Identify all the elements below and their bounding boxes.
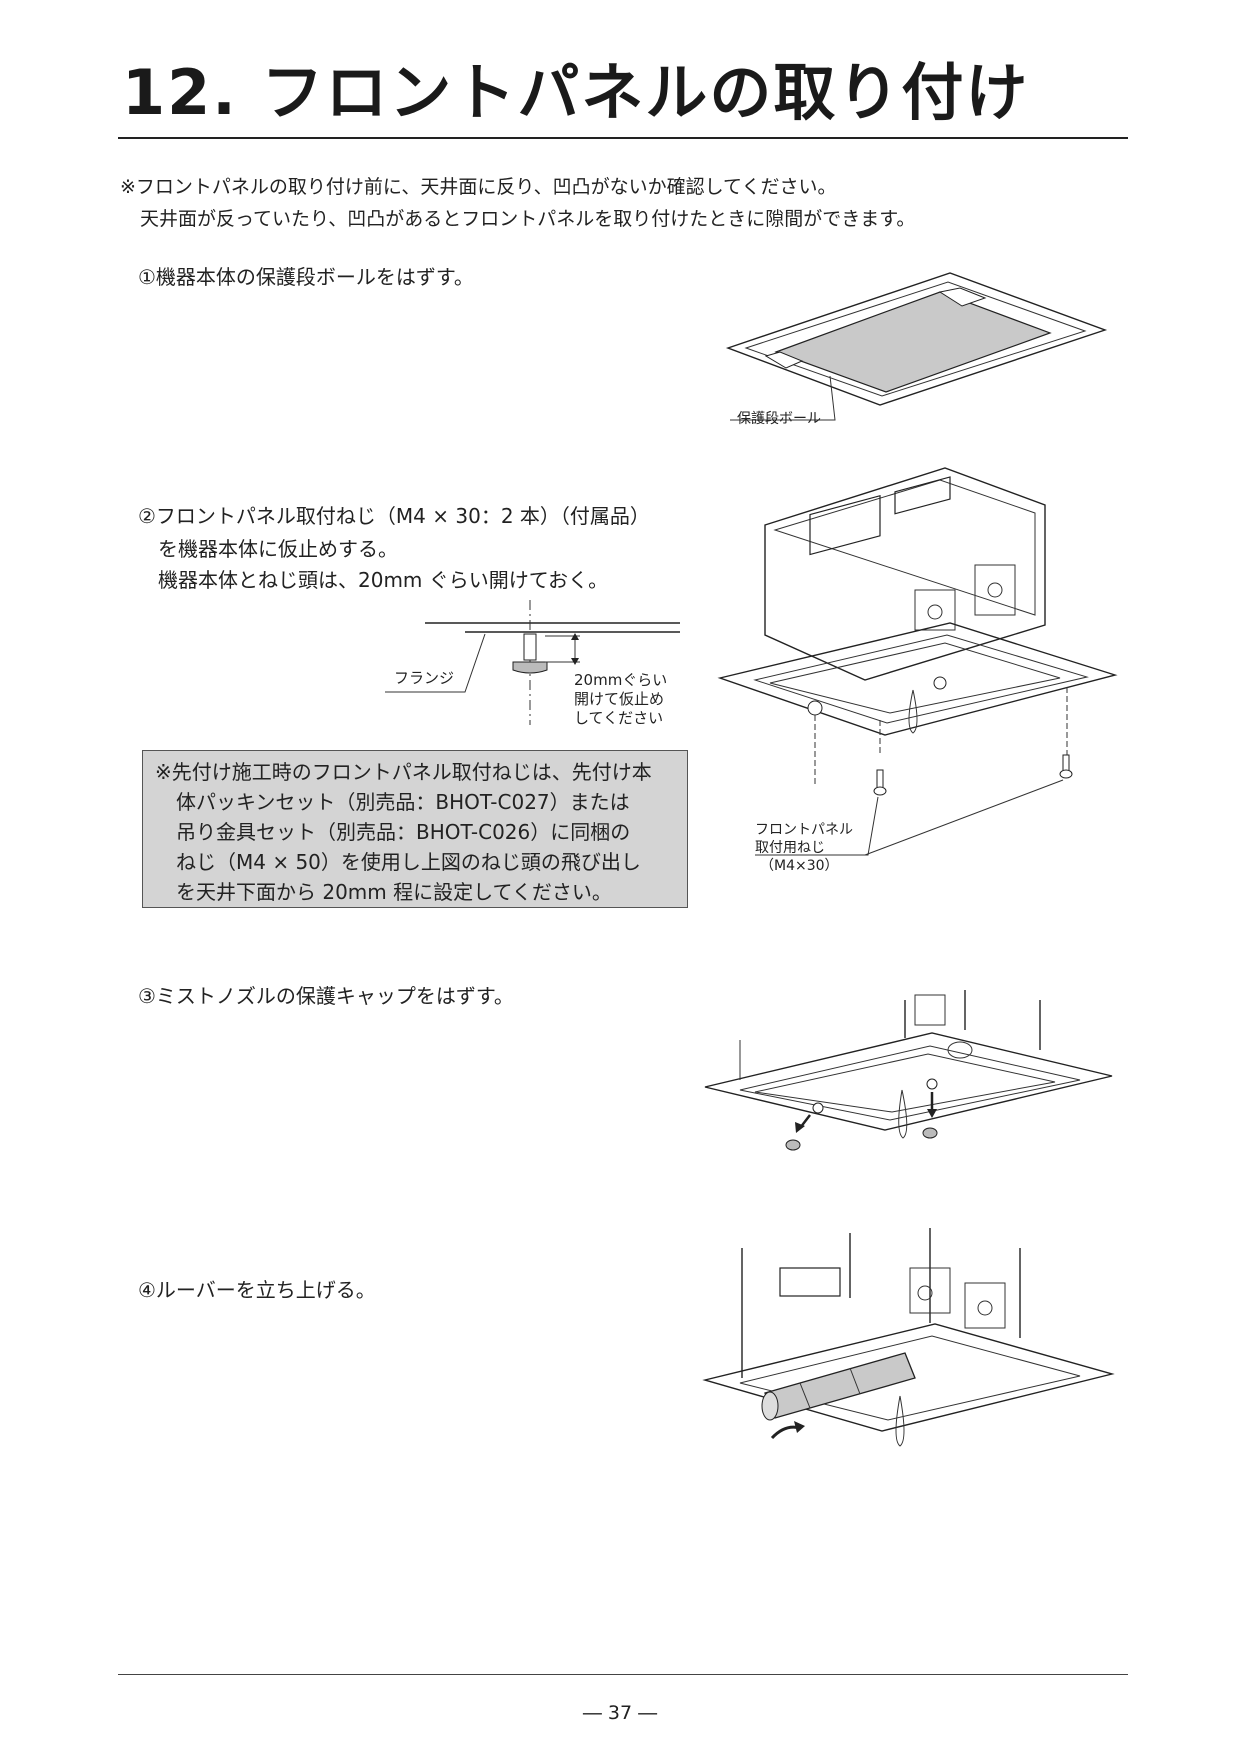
step3-text: ③ミストノズルの保護キャップをはずす。	[138, 984, 514, 1008]
gap-label-line2: 開けて仮止め	[574, 690, 665, 708]
caution-line: 体パッキンセット（別売品：BHOT-C027）または	[176, 790, 630, 814]
caution-box: ※先付け施工時のフロントパネル取付ねじは、先付け本 体パッキンセット（別売品：B…	[142, 750, 688, 908]
screw-label-line1: フロントパネル	[755, 822, 853, 838]
gap-label-line3: してください	[574, 709, 664, 727]
footer-rule	[118, 1674, 1128, 1675]
step2-text-line1: ②フロントパネル取付ねじ（M4 × 30：2 本）（付属品）	[138, 504, 650, 528]
cardboard-label: 保護段ボール	[737, 411, 821, 427]
step2-text-line2: を機器本体に仮止めする。	[158, 537, 398, 561]
gap-label-line1: 20mmぐらい	[574, 671, 668, 689]
screw-label-line3: （M4×30）	[760, 858, 839, 874]
flange-label: フランジ	[394, 669, 455, 687]
precaution-note-line2: 天井面が反っていたり、凹凸があるとフロントパネルを取り付けたときに隙間ができます…	[140, 208, 916, 230]
caution-line: 吊り金具セット（別売品：BHOT-C026）に同梱の	[176, 820, 631, 844]
mist-nozzle-cap-illustration	[704, 990, 1113, 1151]
step2-text-line3: 機器本体とねじ頭は、20mm ぐらい開けておく。	[158, 568, 609, 592]
cardboard-illustration	[725, 272, 1108, 421]
caution-line: を天井下面から 20mm 程に設定してください。	[176, 880, 612, 904]
caution-line: ※先付け施工時のフロントパネル取付ねじは、先付け本	[155, 760, 652, 784]
step1-text: ①機器本体の保護段ボールをはずす。	[138, 265, 474, 289]
caution-line: ねじ（M4 × 50）を使用し上図のねじ頭の飛び出し	[176, 850, 641, 874]
unit-with-screws-illustration	[717, 467, 1118, 856]
precaution-note-line1: ※フロントパネルの取り付け前に、天井面に反り、凹凸がないか確認してください。	[120, 176, 837, 198]
louver-raise-illustration	[702, 1228, 1115, 1447]
step4-text: ④ルーバーを立ち上げる。	[138, 1278, 376, 1302]
page-title: 12. フロントパネルの取り付け	[122, 56, 1030, 129]
page-number: ― 37 ―	[582, 1702, 658, 1724]
screw-label-line2: 取付用ねじ	[755, 840, 825, 856]
screw-gap-diagram	[385, 600, 680, 725]
title-underline	[118, 137, 1128, 139]
